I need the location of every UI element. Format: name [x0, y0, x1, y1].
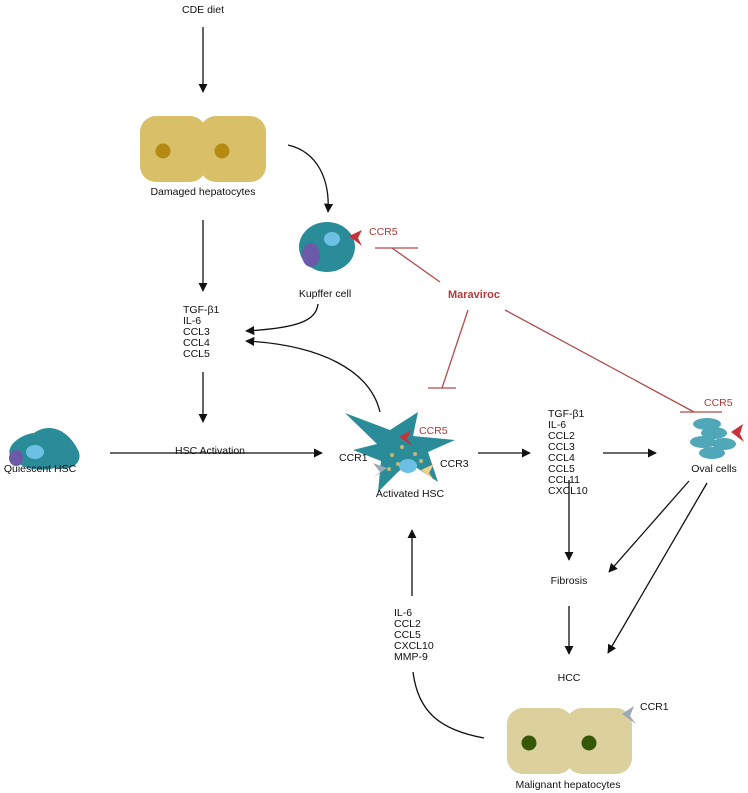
cytokine-item: CCL3	[183, 326, 210, 338]
activated-hsc-icon	[345, 412, 455, 492]
cytokine-item: CCL5	[548, 463, 575, 475]
malignant-hepatocytes-icon	[507, 706, 636, 774]
hsc-ccr5-label: CCR5	[419, 425, 448, 437]
cytokine-item: CXCL10	[548, 485, 588, 497]
kupffer-ccr5-label: CCR5	[369, 226, 398, 238]
quiescent-hsc-label: Quiescent HSC	[4, 463, 77, 475]
kupffer-cell-icon	[299, 222, 362, 272]
cytokine-item: CCL4	[183, 337, 210, 349]
arrow-oval-to-fibrosis	[608, 480, 690, 573]
oval-cells-icon	[690, 418, 744, 459]
hcc-label: HCC	[558, 672, 581, 684]
arrow-kupffer-to-cytokines	[245, 303, 319, 336]
cytokine-list-right: TGF-β1 IL-6 CCL2 CCL3 CCL4 CCL5 CCL11 CX…	[548, 408, 588, 497]
quiescent-hsc-icon	[9, 428, 80, 470]
cde-diet-label: CDE diet	[182, 4, 224, 16]
ccr1-receptor-icon	[373, 463, 387, 478]
cytokine-item: CCL5	[394, 629, 421, 641]
ccr5-receptor-icon	[399, 430, 413, 446]
cytokine-item: TGF-β1	[183, 304, 220, 316]
arrow-oval-to-hcc	[607, 482, 708, 654]
hsc-activation-label: HSC Activation	[175, 445, 245, 457]
ccr5-receptor-icon	[349, 230, 362, 246]
inhibition-maraviroc-to-oval-ccr5	[504, 309, 695, 413]
cytokine-item: CXCL10	[394, 640, 434, 652]
cytokine-item: CCL5	[183, 348, 210, 360]
cytokine-item: CCL11	[548, 474, 580, 486]
activated-hsc-label: Activated HSC	[376, 488, 445, 500]
line-malignant-to-cytokines	[412, 671, 485, 739]
arrow-hepatocytes-to-kupffer	[287, 144, 334, 213]
hsc-ccr1-label: CCR1	[339, 452, 368, 464]
inhibition-maraviroc-to-kupffer-ccr5	[391, 247, 441, 283]
hsc-ccr3-label: CCR3	[440, 458, 469, 470]
ccr5-receptor-icon	[731, 424, 744, 442]
malignant-hepatocytes-label: Malignant hepatocytes	[515, 779, 620, 791]
cytokine-list-upper-left: TGF-β1 IL-6 CCL3 CCL4 CCL5	[183, 304, 220, 360]
cytokine-item: MMP-9	[394, 651, 428, 663]
cytokine-item: IL-6	[183, 315, 201, 327]
damaged-hepatocytes-icon	[140, 116, 266, 182]
cytokine-item: CCL2	[394, 618, 421, 630]
oval-cells-label: Oval cells	[691, 463, 737, 475]
ccr3-receptor-icon	[421, 464, 434, 480]
malignant-ccr1-label: CCR1	[640, 701, 669, 713]
cytokine-item: IL-6	[548, 419, 566, 431]
cytokine-item: IL-6	[394, 607, 412, 619]
cytokine-list-lower: IL-6 CCL2 CCL5 CXCL10 MMP-9	[394, 607, 434, 663]
damaged-hepatocytes-label: Damaged hepatocytes	[150, 186, 255, 198]
cytokine-item: CCL2	[548, 430, 575, 442]
oval-ccr5-label: CCR5	[704, 397, 733, 409]
fibrosis-label: Fibrosis	[551, 575, 588, 587]
inhibition-maraviroc-to-hsc-ccr5	[441, 309, 469, 389]
cytokine-item: CCL3	[548, 441, 575, 453]
ccr1-receptor-icon	[622, 706, 636, 724]
kupffer-cell-label: Kupffer cell	[299, 288, 351, 300]
cytokine-item: CCL4	[548, 452, 575, 464]
cytokine-item: TGF-β1	[548, 408, 585, 420]
maraviroc-label: Maraviroc	[448, 289, 500, 301]
arrow-hsc-to-cytokines	[245, 336, 381, 413]
